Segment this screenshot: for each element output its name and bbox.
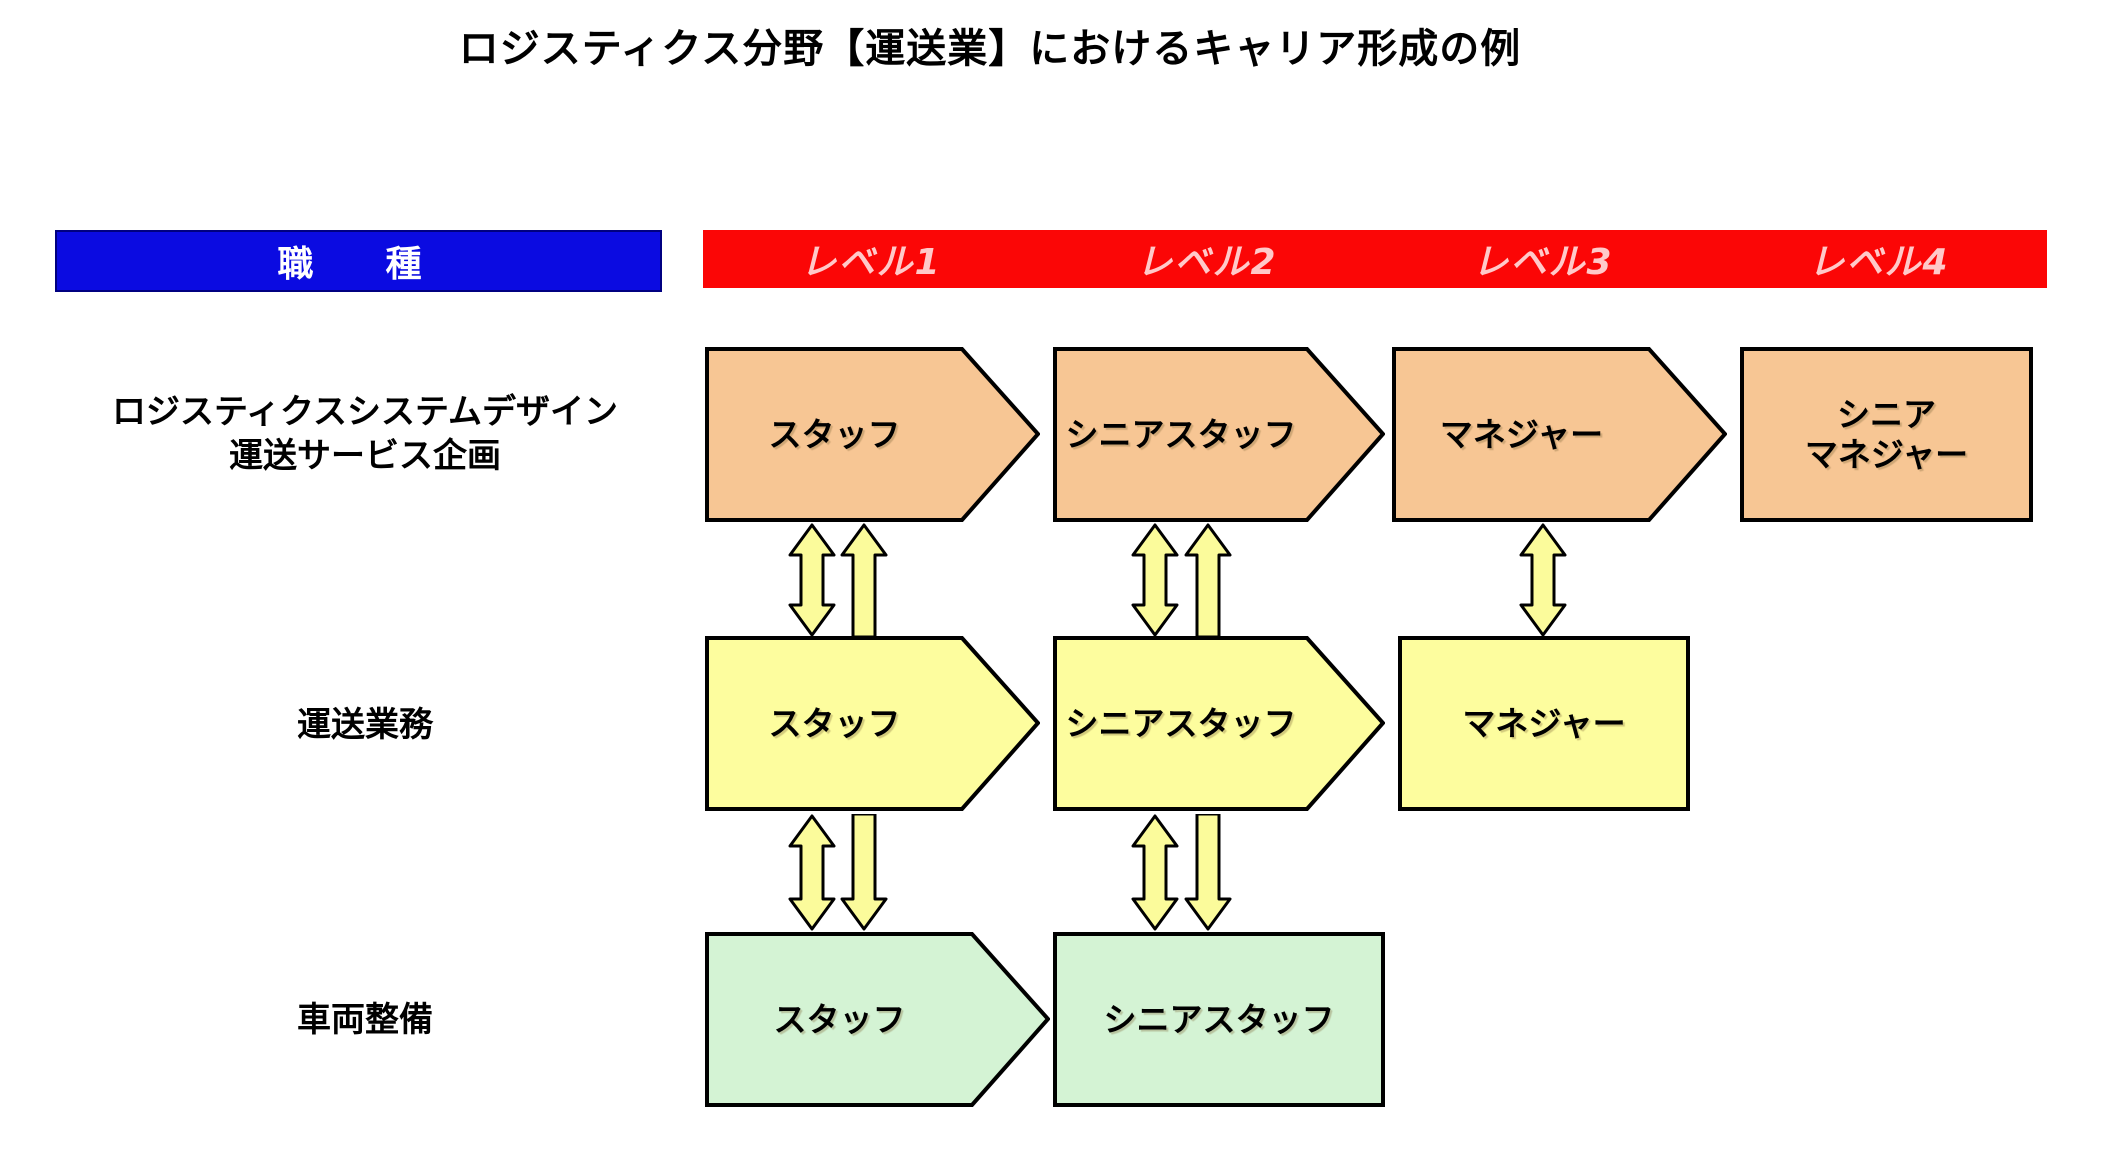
career-box-row2-senior-staff: シニアスタッフ	[1053, 636, 1385, 811]
career-box-label: スタッフ	[773, 999, 906, 1039]
double-arrow-row1-row2-col1	[788, 523, 836, 637]
career-box-row1-senior-manager: シニア マネジャー	[1740, 347, 2033, 522]
job-type-header: 職 種	[55, 230, 662, 292]
cross-row-arrow-up-col1	[840, 523, 888, 637]
row-label-logistics-system-design: ロジスティクスシステムデザイン 運送サービス企画	[112, 392, 618, 477]
double-arrow-row2-row3-col2	[1131, 814, 1179, 931]
career-box-label: スタッフ	[768, 703, 901, 743]
career-box-label: スタッフ	[768, 414, 901, 454]
career-box-label: シニアスタッフ	[1103, 999, 1335, 1039]
career-box-row3-staff: スタッフ	[705, 932, 1050, 1107]
level-2-label: レベル2	[1136, 242, 1278, 283]
cross-row-arrow-down-col2	[1184, 814, 1232, 931]
level-4-label: レベル4	[1808, 242, 1950, 283]
double-arrow-row1-row2-col2	[1131, 523, 1179, 637]
double-arrow-row2-row3-col1	[788, 814, 836, 931]
double-arrow-row1-row2-col3	[1519, 523, 1567, 637]
cross-row-arrow-up-col2	[1184, 523, 1232, 637]
row-label-vehicle-maintenance: 車両整備	[297, 1000, 433, 1040]
level-3-label: レベル3	[1472, 242, 1614, 283]
job-type-label: 職 種	[277, 244, 440, 285]
career-box-label: シニアスタッフ	[1065, 703, 1297, 743]
page-title: ロジスティクス分野【運送業】におけるキャリア形成の例	[458, 26, 1522, 72]
level-1-label: レベル1	[800, 242, 942, 283]
cross-row-arrow-down-col1	[840, 814, 888, 931]
career-box-label: マネジャー	[1462, 703, 1626, 743]
career-box-label: シニアスタッフ	[1065, 414, 1297, 454]
career-box-label: シニア マネジャー	[1804, 394, 1969, 474]
career-box-label: マネジャー	[1439, 414, 1604, 454]
career-box-row1-senior-staff: シニアスタッフ	[1053, 347, 1385, 522]
career-box-row1-staff: スタッフ	[705, 347, 1040, 522]
career-box-row2-staff: スタッフ	[705, 636, 1040, 811]
career-box-row3-senior-staff: シニアスタッフ	[1053, 932, 1385, 1107]
row-label-transport-operations: 運送業務	[297, 705, 433, 745]
career-box-row2-manager: マネジャー	[1398, 636, 1690, 811]
levels-header: レベル1 レベル2 レベル3 レベル4	[703, 230, 2047, 288]
career-box-row1-manager: マネジャー	[1392, 347, 1727, 522]
